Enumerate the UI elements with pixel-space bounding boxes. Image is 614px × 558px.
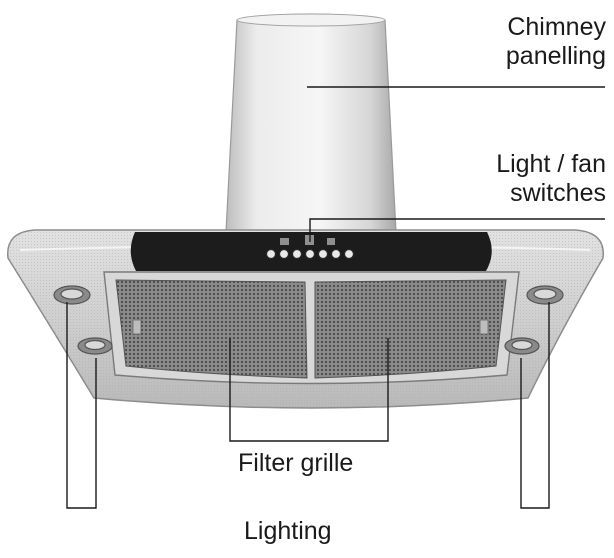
switches-leader bbox=[309, 218, 605, 242]
filter-panel-right bbox=[314, 279, 507, 379]
light-top-right bbox=[526, 285, 564, 305]
chimney-label-line-1: Chimney bbox=[507, 13, 606, 41]
leader-lines bbox=[66, 86, 605, 509]
speed-one-button bbox=[304, 248, 316, 260]
chimney-label: Chimney panelling bbox=[506, 13, 606, 71]
filter-grille-label: Filter grille bbox=[238, 449, 354, 477]
chimney-label-line-2: panelling bbox=[505, 42, 606, 70]
light-top-left bbox=[53, 285, 91, 305]
light-button bbox=[278, 248, 290, 260]
power-button bbox=[265, 248, 277, 260]
speed-three-button bbox=[330, 248, 342, 260]
filter-leader bbox=[229, 338, 389, 442]
hood-lights bbox=[53, 285, 564, 355]
light-bottom-left bbox=[77, 337, 113, 355]
lighting-label: Lighting bbox=[244, 517, 332, 545]
switches-label-line-2: switches bbox=[510, 179, 606, 207]
boost-button bbox=[343, 248, 355, 260]
filter-panel-left bbox=[115, 279, 308, 379]
speed-two-button bbox=[317, 248, 329, 260]
switches-label-line-1: Light / fan bbox=[496, 150, 606, 178]
switches-label: Light / fan switches bbox=[496, 150, 606, 208]
lighting-leader-left bbox=[66, 302, 97, 509]
fan-light-buttons bbox=[265, 248, 355, 260]
chimney-panelling bbox=[225, 13, 397, 233]
filter-grille bbox=[103, 271, 520, 385]
speed-down-button bbox=[291, 248, 303, 260]
lighting-leader-right bbox=[520, 302, 550, 509]
light-bottom-right bbox=[504, 337, 540, 355]
